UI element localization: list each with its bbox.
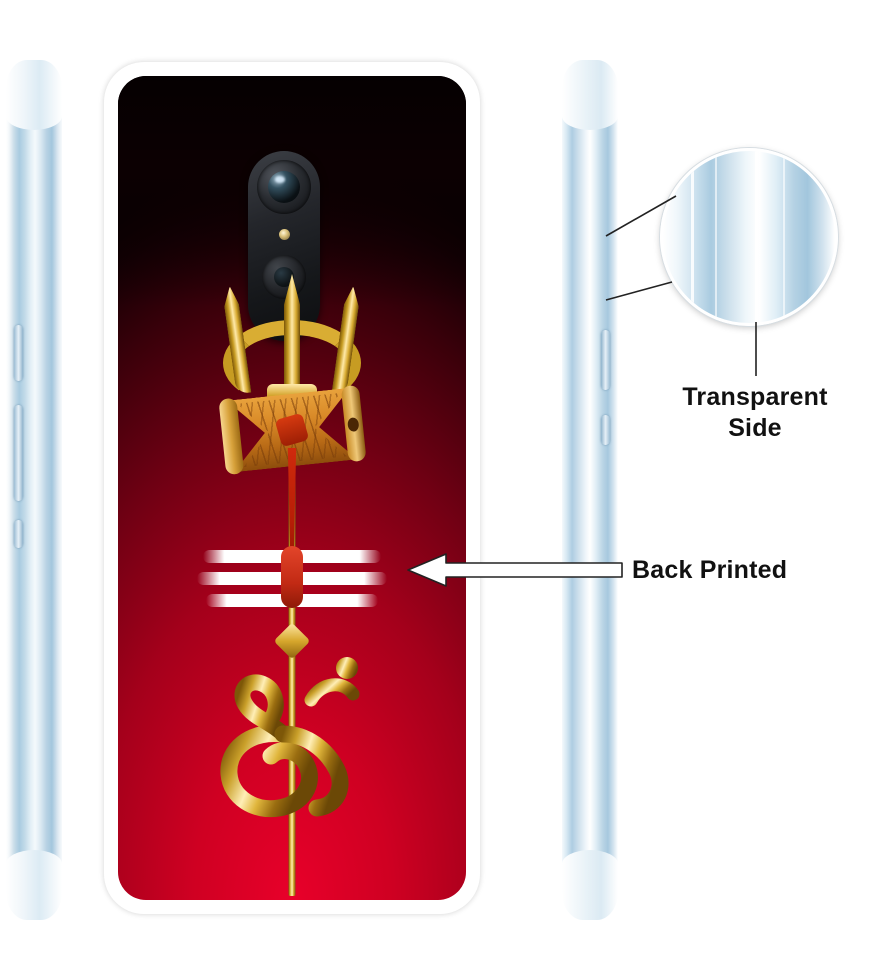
om-symbol-icon bbox=[187, 638, 397, 828]
left-side-button-middle bbox=[14, 405, 23, 501]
back-printed-arrow bbox=[406, 552, 624, 588]
red-cloth-tail bbox=[287, 448, 297, 578]
phone-left-side-profile bbox=[6, 60, 62, 920]
back-printed-label: Back Printed bbox=[632, 556, 788, 584]
camera-lens-glint bbox=[275, 176, 285, 183]
transparent-side-label-line1: Transparent bbox=[682, 383, 828, 411]
transparent-side-label-line2: Side bbox=[728, 414, 782, 442]
camera-flash-icon bbox=[279, 229, 290, 240]
transparent-side-zoom-circle bbox=[660, 148, 838, 326]
transparent-side-label: Transparent Side bbox=[645, 382, 865, 444]
left-side-button-lower bbox=[14, 520, 23, 548]
right-side-button-lower bbox=[601, 415, 610, 445]
camera-lens-primary bbox=[257, 160, 311, 214]
left-side-button-upper bbox=[14, 325, 23, 381]
tripundra-icon bbox=[197, 544, 387, 614]
trishul-center-prong bbox=[284, 274, 300, 402]
phone-right-side-profile bbox=[562, 60, 618, 920]
camera-lens-primary-glass bbox=[268, 171, 300, 203]
right-side-button-upper bbox=[601, 330, 610, 390]
camera-cutout bbox=[248, 151, 320, 341]
phone-case-back-view bbox=[104, 62, 480, 914]
tripundra-red-tilak bbox=[281, 546, 303, 608]
case-printed-artwork bbox=[118, 76, 466, 900]
camera-lens-secondary-glass bbox=[274, 267, 294, 287]
camera-lens-secondary bbox=[262, 255, 306, 299]
